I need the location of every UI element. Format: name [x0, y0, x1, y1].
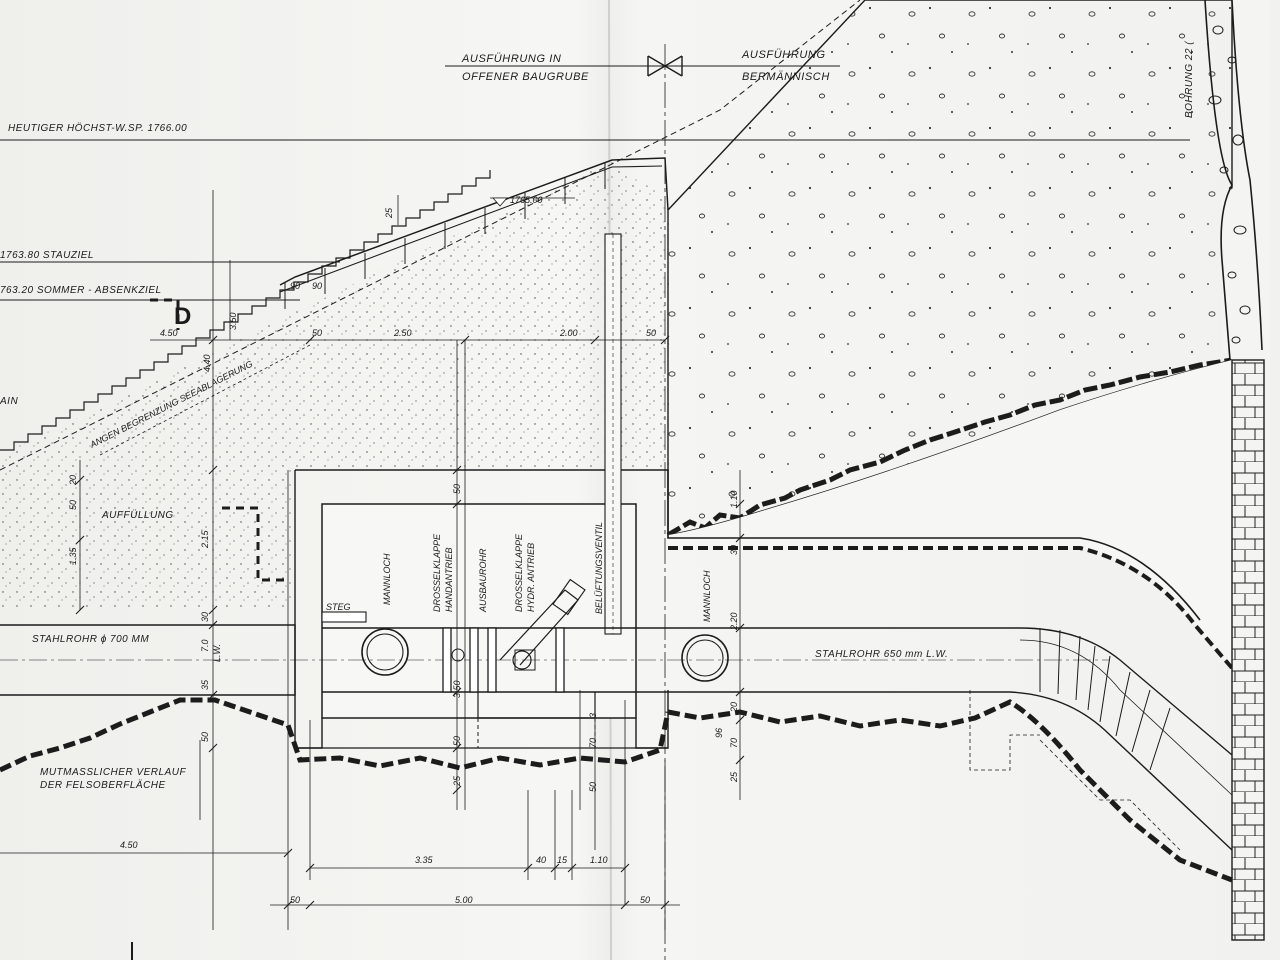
dim-25-pit: 25: [452, 775, 462, 787]
dim-3-50-v: 3.50: [228, 312, 238, 330]
dim-20: 20: [68, 475, 78, 486]
drain-pit: [477, 692, 596, 719]
dim-30: 30: [200, 612, 210, 622]
pipe-right-bottom: [322, 691, 1233, 851]
dim-25-r: 25: [729, 771, 739, 783]
dim-2-50: 2.50: [393, 328, 412, 338]
label-auffuellung: AUFFÜLLUNG: [101, 509, 174, 521]
chamber-top-outline: [295, 469, 1201, 621]
header-open-pit-line1: AUSFÜHRUNG IN: [461, 53, 561, 65]
chamber-left-wall: [294, 470, 323, 749]
dim-4-50: 4.50: [120, 840, 138, 850]
label-rain: AIN: [0, 396, 18, 407]
dim-90-b: 90: [312, 281, 322, 291]
label-drossel-hand-2: HANDANTRIEB: [444, 547, 454, 612]
dim-25: 25: [384, 207, 394, 219]
label-ausbaurohr: AUSBAUROHR: [478, 548, 488, 613]
level-top-elevation: 1765.00: [510, 195, 543, 205]
dim-50-br: 50: [640, 895, 650, 905]
label-mannloch-left: MANNLOCH: [382, 553, 392, 605]
borehole-left-edge: [1204, 0, 1233, 361]
dim-7-0: 7.0: [200, 639, 210, 652]
dim-35: 35: [200, 679, 210, 690]
dim-4-40: 4.40: [202, 354, 212, 372]
level-sommer: 763.20 SOMMER - ABSENKZIEL: [0, 285, 162, 296]
valve-chamber: [321, 503, 637, 719]
dim-50-v2: 50: [200, 732, 210, 742]
throttle-valve-hydraulic: [487, 578, 586, 693]
dim-40: 40: [536, 855, 546, 865]
borehole-gravel-dots: [1208, 25, 1251, 344]
dim-4-50-top: 4.50: [160, 328, 178, 338]
dim-50-box: 50: [452, 484, 462, 494]
section-mark-d: D: [174, 303, 191, 330]
borehole-label: BOHRUNG 22 (: [1184, 40, 1195, 118]
handrail-posts: [284, 163, 606, 309]
dim-1-10: 1.10: [729, 490, 739, 508]
construction-method-divider: [445, 44, 840, 960]
header-mining-line2: BERMÄNNISCH: [742, 71, 830, 83]
header-mining-line1: AUSFÜHRUNG: [741, 49, 826, 61]
steg-platform: [321, 611, 367, 623]
dimension-ticks: [75, 335, 745, 910]
dim-5-00: 5.00: [455, 895, 473, 905]
dim-50-low: 50: [588, 782, 598, 792]
sediment-limit-line: [0, 0, 861, 471]
manhole-right: [681, 634, 729, 682]
dim-50-v1: 50: [68, 500, 78, 510]
dim-70-r: 70: [729, 738, 739, 748]
rock-surface-line-right: [667, 699, 1233, 883]
dim-30-r: 30: [729, 545, 739, 555]
label-pipe-right: STAHLROHR 650 mm L.W.: [815, 649, 948, 660]
dim-3-50-pit: 3.50: [452, 680, 462, 698]
dim-2-20: 2.20: [729, 612, 739, 631]
level-stauziel: 1763.80 STAUZIEL: [0, 250, 94, 261]
throttle-valve-hand: [442, 627, 479, 693]
dim-15: 15: [557, 855, 568, 865]
label-mannloch-right: MANNLOCH: [702, 570, 712, 622]
label-drossel-hydr-2: HYDR. ANTRIEB: [526, 543, 536, 612]
dim-2-15: 2.15: [200, 529, 210, 549]
dim-2-00: 2.00: [559, 328, 578, 338]
dim-1-10-b: 1.10: [590, 855, 608, 865]
rock-surface-line-trench: [668, 546, 1234, 670]
label-rock-surface-2: DER FELSOBERFLÄCHE: [40, 779, 166, 791]
dim-50-b: 50: [646, 328, 656, 338]
dim-3: 3: [588, 713, 598, 718]
pipe-stiffener-ribs: [1039, 628, 1171, 771]
rock-surface-line-lower: [0, 697, 671, 773]
concrete-wedge: [0, 160, 668, 610]
label-drossel-hydr-1: DROSSELKLAPPE: [514, 533, 524, 612]
dim-3-35: 3.35: [415, 855, 434, 865]
label-belueftung: BELÜFTUNGSVENTIL: [594, 522, 604, 614]
borehole-rock-column: [1231, 359, 1265, 941]
label-drossel-hand-1: DROSSELKLAPPE: [432, 533, 442, 612]
manhole-left: [361, 628, 409, 676]
section-mark-frame: [150, 298, 180, 330]
rock-surface-line-upper: [666, 357, 1233, 538]
dim-20-r: 20: [729, 702, 739, 713]
access-shaft-outline: [222, 506, 288, 582]
dim-lw: L.W.: [212, 644, 222, 662]
label-steg: STEG: [326, 602, 351, 612]
level-max-water: HEUTIGER HÖCHST-W.SP. 1766.00: [8, 122, 187, 134]
label-rock-surface-1: MUTMASSLICHER VERLAUF: [40, 767, 186, 778]
dim-50-pit: 50: [452, 736, 462, 746]
borehole-right-edge: [1231, 0, 1263, 351]
dim-90-a: 90: [290, 281, 300, 291]
handrail-top: [279, 157, 669, 286]
pipe-right-top: [322, 627, 1233, 756]
stair-steps: [0, 170, 491, 451]
dim-50-a: 50: [312, 328, 322, 338]
header-open-pit-line2: OFFENER BAUGRUBE: [462, 71, 589, 83]
dim-70: 70: [588, 738, 598, 748]
dim-1-35: 1.35: [68, 546, 78, 565]
dim-96: 96: [714, 728, 724, 738]
dim-50-bl: 50: [290, 895, 300, 905]
handrail-bottom: [279, 165, 663, 293]
label-pipe-left: STAHLROHR ϕ 700 MM: [32, 634, 149, 645]
